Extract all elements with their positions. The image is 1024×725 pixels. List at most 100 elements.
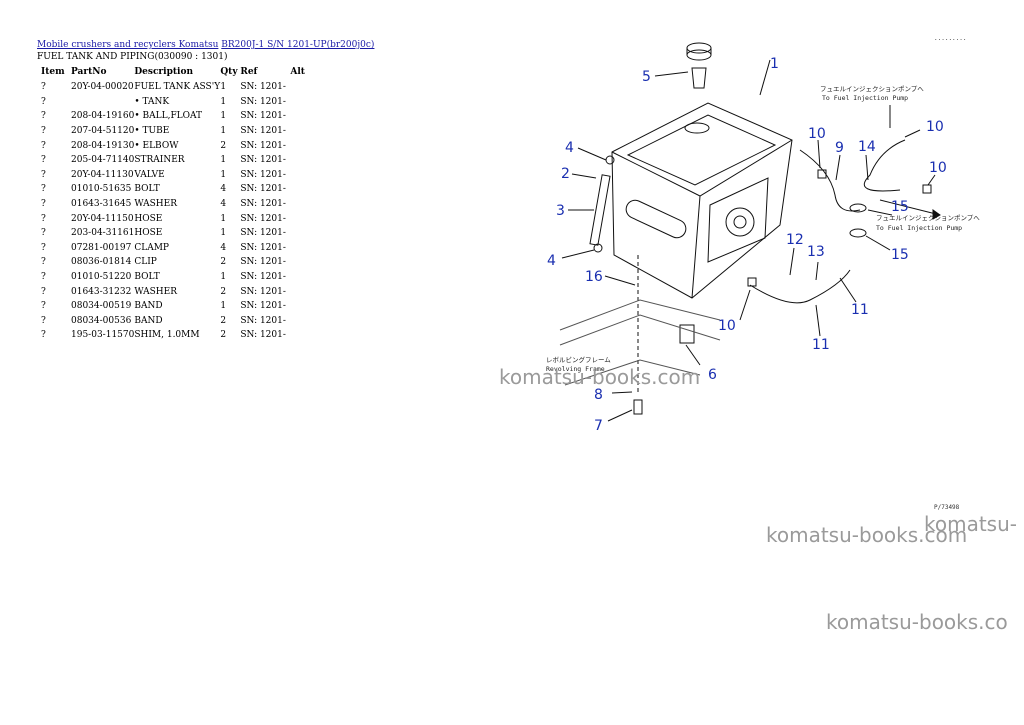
page-title: FUEL TANK AND PIPING(030090 : 1301) bbox=[37, 52, 228, 62]
cell-partno: 07281-00197 bbox=[71, 242, 132, 253]
cell-description: HOSE bbox=[134, 213, 163, 224]
cell-item: ? bbox=[41, 96, 46, 107]
callout-6: 6 bbox=[708, 367, 717, 383]
cell-qty: 2 bbox=[220, 330, 227, 341]
cell-ref: SN: 1201- bbox=[240, 213, 286, 224]
level-gauge-tube bbox=[589, 174, 611, 246]
drain-bolt bbox=[633, 399, 643, 415]
frame-line-3 bbox=[564, 359, 701, 386]
cell-description: • ELBOW bbox=[134, 140, 179, 151]
cell-description: CLIP bbox=[134, 257, 157, 268]
cell-partno: 01643-31645 bbox=[71, 199, 132, 210]
cell-ref: SN: 1201- bbox=[240, 96, 286, 107]
hose-lower bbox=[749, 269, 851, 304]
frame-line-1 bbox=[559, 299, 721, 331]
cell-description: FUEL TANK ASS'Y bbox=[134, 82, 221, 93]
col-header-qty: Qty bbox=[220, 67, 238, 77]
cell-qty: 1 bbox=[220, 111, 227, 122]
cell-qty: 1 bbox=[220, 126, 227, 137]
cell-item: ? bbox=[41, 242, 46, 253]
callout-15b: 15 bbox=[891, 247, 909, 263]
cell-partno: 205-04-71140 bbox=[71, 155, 135, 166]
callout-11b: 11 bbox=[812, 337, 830, 353]
cell-qty: 2 bbox=[220, 286, 227, 297]
cell-item: ? bbox=[41, 82, 46, 93]
callout-9: 9 bbox=[835, 140, 844, 156]
tank-access-port-inner bbox=[733, 215, 747, 229]
strainer bbox=[691, 67, 707, 89]
note-pump-top-en: To Fuel Injection Pump bbox=[822, 94, 908, 102]
hose-right bbox=[863, 139, 906, 192]
cell-qty: 2 bbox=[220, 257, 227, 268]
cell-ref: SN: 1201- bbox=[240, 82, 286, 93]
note-pump-mid-jp: フュエルインジェクションポンプへ bbox=[876, 214, 980, 222]
cell-item: ? bbox=[41, 330, 46, 341]
cell-description: CLAMP bbox=[134, 242, 169, 253]
table-header-row: Item PartNo Description Qty Ref Alt bbox=[37, 67, 310, 80]
tank-side-window bbox=[625, 199, 687, 239]
cell-description: WASHER bbox=[134, 199, 178, 210]
callout-16: 16 bbox=[585, 269, 603, 285]
breadcrumb: Mobile crushers and recyclers Komatsu BR… bbox=[37, 40, 374, 50]
tank-outline bbox=[611, 102, 793, 299]
callout-15a: 15 bbox=[891, 199, 909, 215]
cell-item: ? bbox=[41, 315, 46, 326]
filler-cap-ring bbox=[684, 122, 710, 134]
callout-13: 13 bbox=[807, 244, 825, 260]
cell-partno: 01010-51220 bbox=[71, 272, 132, 283]
callout-1: 1 bbox=[770, 56, 779, 72]
cell-ref: SN: 1201- bbox=[240, 257, 286, 268]
leader-1 bbox=[759, 59, 771, 96]
elbow-fitting bbox=[817, 169, 827, 179]
cell-qty: 1 bbox=[220, 301, 227, 312]
tank-front-edge bbox=[691, 195, 701, 299]
cell-description: • TANK bbox=[134, 96, 170, 107]
col-header-item: Item bbox=[41, 67, 65, 77]
figure-code: P/73498 bbox=[934, 504, 960, 511]
cell-ref: SN: 1201- bbox=[240, 111, 286, 122]
cell-ref: SN: 1201- bbox=[240, 228, 286, 239]
cell-item: ? bbox=[41, 169, 46, 180]
callout-10a: 10 bbox=[808, 126, 826, 142]
tank-top-panel bbox=[626, 114, 777, 186]
col-header-ref: Ref bbox=[240, 67, 258, 77]
col-header-description: Description bbox=[134, 67, 193, 77]
hose-upper bbox=[799, 149, 861, 212]
cell-ref: SN: 1201- bbox=[240, 315, 286, 326]
valve-fitting bbox=[747, 277, 757, 287]
watermark-3: komatsu- bbox=[924, 512, 1017, 536]
cell-item: ? bbox=[41, 199, 46, 210]
breadcrumb-link-model[interactable]: BR200J-1 S/N 1201-UP(br200j0c) bbox=[221, 40, 375, 50]
cell-partno: 207-04-51120 bbox=[71, 126, 135, 137]
callout-10b: 10 bbox=[926, 119, 944, 135]
breadcrumb-link-category[interactable]: Mobile crushers and recyclers Komatsu bbox=[37, 40, 219, 50]
elbow-fitting-2 bbox=[922, 184, 932, 194]
cell-partno: 08036-01814 bbox=[71, 257, 132, 268]
cell-qty: 2 bbox=[220, 315, 227, 326]
cell-ref: SN: 1201- bbox=[240, 286, 286, 297]
watermark-2: komatsu-books.com bbox=[766, 523, 967, 547]
callout-4b: 4 bbox=[547, 253, 556, 269]
cell-description: BAND bbox=[134, 301, 163, 312]
callout-7: 7 bbox=[594, 418, 603, 434]
cell-ref: SN: 1201- bbox=[240, 155, 286, 166]
cell-qty: 1 bbox=[220, 169, 227, 180]
callout-2: 2 bbox=[561, 166, 570, 182]
cell-description: STRAINER bbox=[134, 155, 185, 166]
callout-10d: 10 bbox=[718, 318, 736, 334]
cell-partno: 08034-00519 bbox=[71, 301, 132, 312]
